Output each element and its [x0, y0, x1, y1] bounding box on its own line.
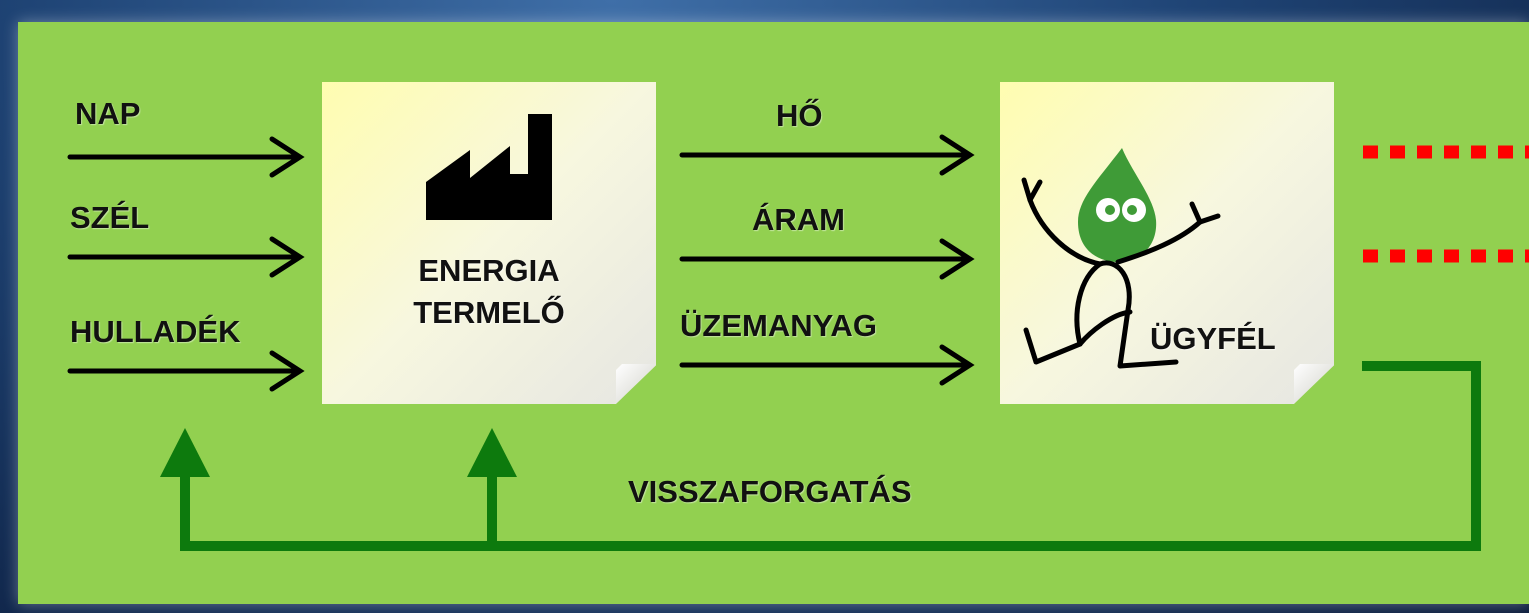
output-label-ho: HŐ — [776, 98, 823, 133]
dotted-continuation-lines — [1363, 145, 1529, 263]
input-label-nap: NAP — [75, 96, 141, 131]
output-label-uzemanyag: ÜZEMANYAG — [680, 308, 877, 343]
arrow-hulladek — [67, 350, 305, 392]
customer-mascot-icon — [1021, 148, 1221, 369]
arrow-nap — [67, 136, 305, 178]
arrow-szel — [67, 236, 305, 278]
energy-producer-line1: ENERGIA — [418, 253, 560, 288]
arrow-aram — [679, 238, 975, 280]
factory-icon — [426, 114, 552, 220]
input-arrows — [67, 136, 305, 392]
energy-producer-box: ENERGIA TERMELŐ — [322, 82, 656, 404]
arrow-ho — [679, 134, 975, 176]
recycle-arrowhead-left — [160, 428, 210, 477]
customer-label: ÜGYFÉL — [1150, 321, 1276, 356]
customer-box: ÜGYFÉL — [1000, 82, 1334, 404]
energy-producer-label: ENERGIA TERMELŐ — [322, 250, 656, 334]
input-label-szel: SZÉL — [70, 200, 150, 235]
recycle-label: VISSZAFORGATÁS — [628, 474, 912, 509]
input-label-hulladek: HULLADÉK — [70, 314, 241, 349]
energy-producer-line2: TERMELŐ — [413, 295, 565, 330]
output-arrows — [679, 134, 975, 386]
arrow-uzemanyag — [679, 344, 975, 386]
recycle-arrow — [160, 361, 1481, 551]
output-label-aram: ÁRAM — [752, 202, 845, 237]
recycle-arrowhead-right — [467, 428, 517, 477]
